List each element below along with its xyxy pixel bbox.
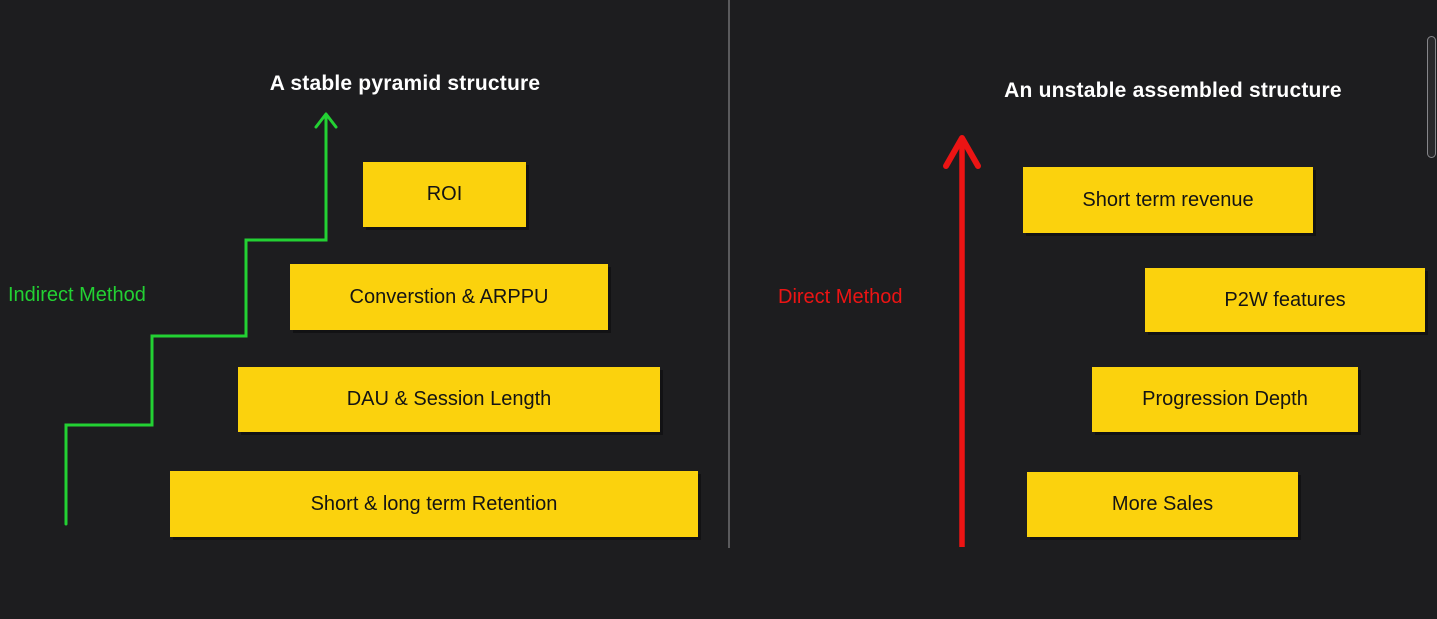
box-short-long-term-retention[interactable]: Short & long term Retention	[170, 471, 698, 537]
right-panel-title: An unstable assembled structure	[1004, 79, 1342, 102]
box-progression-depth[interactable]: Progression Depth	[1092, 367, 1358, 432]
box-conversion-arppu[interactable]: Converstion & ARPPU	[290, 264, 608, 330]
box-roi[interactable]: ROI	[363, 162, 526, 227]
direct-method-up-arrow-icon	[943, 135, 981, 547]
scrollbar-thumb[interactable]	[1427, 36, 1436, 158]
box-p2w-features[interactable]: P2W features	[1145, 268, 1425, 332]
panel-divider	[728, 0, 730, 548]
box-short-term-revenue[interactable]: Short term revenue	[1023, 167, 1313, 233]
direct-method-label: Direct Method	[778, 286, 903, 308]
left-panel-title: A stable pyramid structure	[269, 72, 541, 95]
indirect-method-label: Indirect Method	[8, 284, 146, 306]
box-more-sales[interactable]: More Sales	[1027, 472, 1298, 537]
box-dau-session-length[interactable]: DAU & Session Length	[238, 367, 660, 432]
